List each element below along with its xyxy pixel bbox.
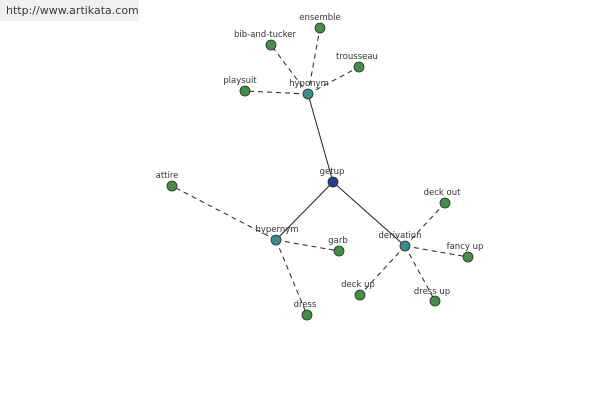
node-deck-up-label: deck up [341, 280, 375, 290]
node-fancy-up-label: fancy up [447, 242, 484, 252]
node-fancy-up[interactable]: fancy up [447, 242, 484, 263]
edge-getup-derivation [332, 181, 406, 247]
edge-hyponym-ensemble [307, 27, 321, 95]
node-getup-dot[interactable] [327, 176, 339, 188]
node-attire-label: attire [156, 171, 179, 181]
node-deck-up-dot[interactable] [354, 289, 366, 301]
node-bib-and-tucker-label: bib-and-tucker [234, 30, 297, 40]
node-derivation-label: derivation [378, 231, 421, 241]
nodes-layer: getup hyponym hypernym derivation ensemblebi… [156, 13, 484, 321]
node-ensemble[interactable]: ensemble [299, 13, 341, 34]
edge-hyponym-playsuit [244, 90, 309, 95]
node-trousseau-label: trousseau [336, 52, 378, 62]
node-derivation-dot[interactable] [399, 240, 411, 252]
edge-derivation-fancy-up [404, 245, 469, 258]
node-attire-dot[interactable] [166, 180, 178, 192]
edge-derivation-deck-up [359, 245, 406, 296]
edge-getup-hypernym [275, 181, 334, 241]
edge-hypernym-garb [275, 239, 340, 252]
node-hypernym-label: hypernym [255, 225, 298, 235]
node-playsuit[interactable]: playsuit [223, 76, 257, 97]
node-hypernym[interactable]: hypernym [255, 225, 299, 246]
node-ensemble-dot[interactable] [314, 22, 326, 34]
node-trousseau-dot[interactable] [353, 61, 365, 73]
node-garb[interactable]: garb [328, 236, 348, 257]
node-garb-dot[interactable] [333, 245, 345, 257]
node-dress-up[interactable]: dress up [414, 287, 450, 307]
node-getup[interactable]: getup [320, 167, 345, 188]
edge-derivation-deck-out [404, 202, 446, 247]
node-deck-up[interactable]: deck up [341, 280, 375, 301]
node-dress-label: dress [294, 300, 317, 310]
node-playsuit-label: playsuit [223, 76, 257, 86]
source-url-banner[interactable]: http://www.artikata.com [0, 0, 139, 21]
node-fancy-up-dot[interactable] [462, 251, 474, 263]
node-hyponym-label: hyponym [289, 79, 329, 89]
node-attire[interactable]: attire [156, 171, 179, 192]
node-bib-and-tucker-dot[interactable] [265, 39, 277, 51]
node-garb-label: garb [328, 236, 348, 246]
node-dress-up-dot[interactable] [429, 295, 441, 307]
edge-derivation-dress-up [404, 245, 436, 302]
node-dress-up-label: dress up [414, 287, 450, 297]
node-trousseau[interactable]: trousseau [336, 52, 378, 73]
node-dress-dot[interactable] [301, 309, 313, 321]
edge-hyponym-bib-and-tucker [270, 44, 309, 95]
node-dress[interactable]: dress [294, 300, 317, 321]
node-hypernym-dot[interactable] [270, 234, 282, 246]
node-derivation[interactable]: derivation [378, 231, 422, 252]
edge-hypernym-attire [171, 185, 277, 241]
edge-hypernym-dress [275, 239, 308, 316]
edge-hyponym-trousseau [307, 66, 360, 95]
node-deck-out[interactable]: deck out [424, 188, 462, 209]
edge-getup-hyponym [307, 93, 334, 183]
node-getup-label: getup [320, 167, 345, 177]
node-deck-out-dot[interactable] [439, 197, 451, 209]
node-bib-and-tucker[interactable]: bib-and-tucker [234, 30, 297, 51]
node-ensemble-label: ensemble [299, 13, 341, 23]
node-hyponym[interactable]: hyponym [289, 79, 329, 100]
node-deck-out-label: deck out [424, 188, 462, 198]
node-hyponym-dot[interactable] [302, 88, 314, 100]
node-playsuit-dot[interactable] [239, 85, 251, 97]
edges-layer [171, 27, 469, 316]
